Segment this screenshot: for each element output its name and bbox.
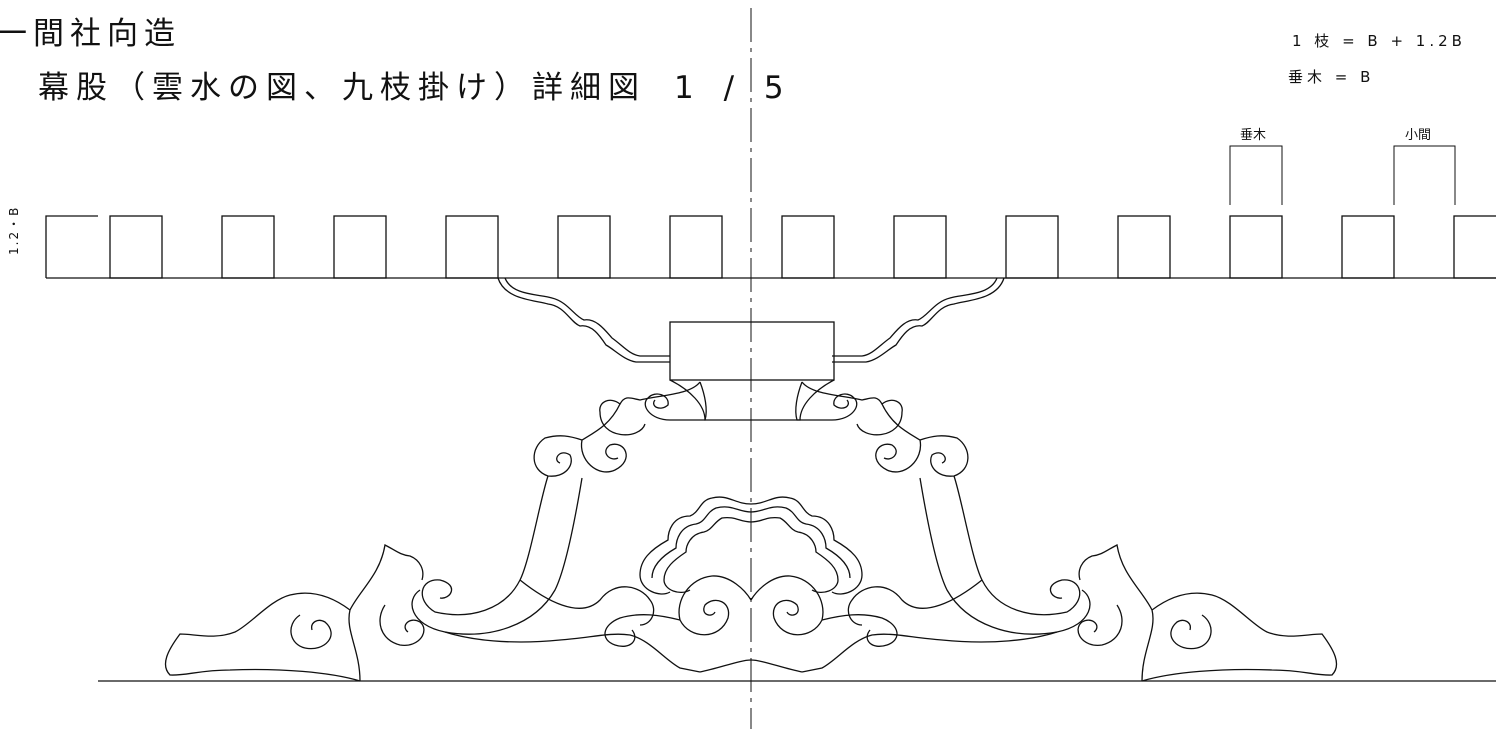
formula-rafter: 垂木 = B <box>1288 68 1375 86</box>
formula-branch: 1 枝 = B + 1.2B <box>1292 32 1466 50</box>
cloud-carving-right <box>750 277 1338 682</box>
rafter-end <box>221 215 275 279</box>
rafter-end <box>893 215 947 279</box>
dimension-label-gap: 小間 <box>1405 128 1432 143</box>
center-block <box>669 321 835 421</box>
cloud-carving-left <box>164 277 752 682</box>
rafter-end <box>669 215 723 279</box>
rafter-end <box>333 215 387 279</box>
rafter-end <box>109 215 163 279</box>
rafter-end <box>1453 215 1496 279</box>
rafter-end <box>1117 215 1171 279</box>
dimension-brackets <box>1229 145 1456 205</box>
drawing-subtitle: 幕股（雲水の図、九枝掛け）詳細図 1 / 5 <box>38 62 794 107</box>
drawing-title: 一間社向造 <box>0 16 181 52</box>
drawing-scale: 1 / 5 <box>674 70 794 106</box>
rafter-end <box>781 215 835 279</box>
rafter-end <box>1005 215 1059 279</box>
rafter-ends <box>45 215 1496 279</box>
rafter-end <box>1341 215 1395 279</box>
rafter-end <box>1229 215 1283 279</box>
subtitle-text: 幕股（雲水の図、九枝掛け）詳細図 <box>38 70 646 106</box>
rafter-end <box>557 215 611 279</box>
rafter-end <box>445 215 499 279</box>
dimension-label-rafter: 垂木 <box>1240 128 1267 143</box>
rafter-end-partial <box>45 215 98 278</box>
